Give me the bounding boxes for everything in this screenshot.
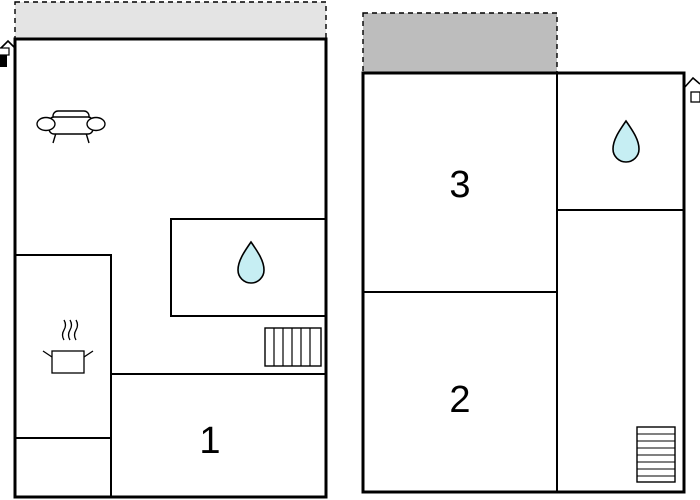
room-3-label: 3: [449, 164, 470, 206]
terrace-area: [14, 1, 327, 40]
bathroom-water-drop-icon: [612, 119, 640, 163]
staircase-icon: [636, 426, 676, 483]
kitchen-wall: [15, 254, 112, 497]
sofa-icon: [36, 110, 106, 144]
ground-floor-plan: 1: [0, 1, 328, 499]
terrace-area: [362, 12, 558, 74]
upper-floor-plan: 3 2: [361, 12, 700, 494]
kitchen-pot-icon: [42, 319, 94, 374]
room-1-label: 1: [199, 420, 220, 462]
room-2-label: 2: [449, 379, 470, 421]
staircase-icon: [264, 327, 322, 367]
bathroom-water-drop-icon: [237, 240, 265, 284]
entrance-door-icon: [683, 76, 700, 103]
outer-wall: [361, 71, 686, 494]
bathroom-room: [170, 218, 327, 317]
entrance-door-icon: [0, 39, 16, 67]
